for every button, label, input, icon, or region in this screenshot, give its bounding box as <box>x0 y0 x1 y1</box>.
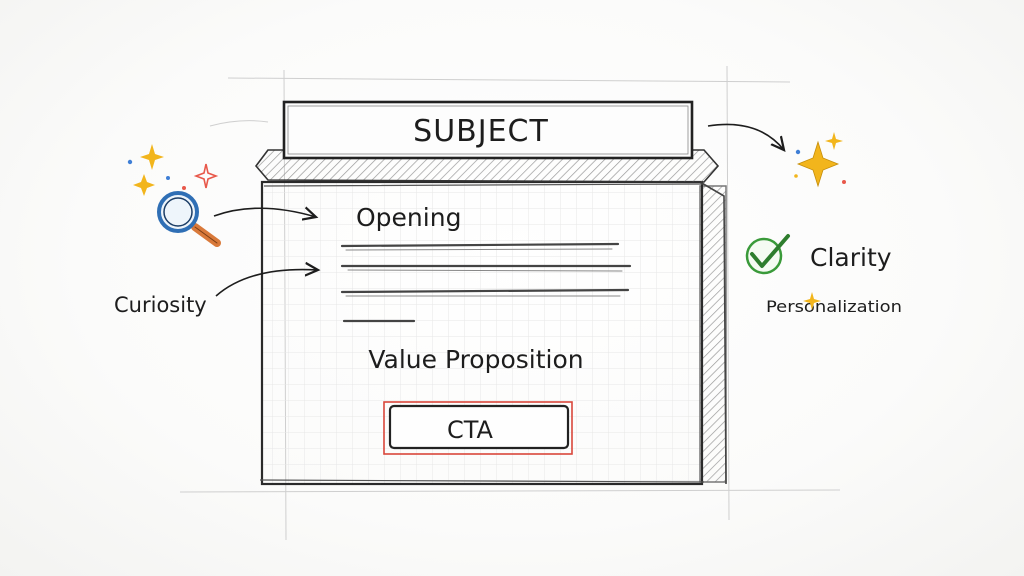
value-proposition-label: Value Proposition <box>368 345 583 374</box>
clarity-label: Clarity <box>810 243 892 272</box>
opening-label: Opening <box>356 203 461 232</box>
sparkle-icon <box>127 144 219 196</box>
personalization-label: Personalization <box>766 297 902 316</box>
cta-label: CTA <box>447 416 494 444</box>
arrow-icon <box>215 270 318 297</box>
body-text-lines <box>340 242 632 323</box>
curiosity-label: Curiosity <box>114 293 207 317</box>
sparkle-icon <box>803 292 821 310</box>
checkmark-icon <box>745 234 790 275</box>
sparkle-icon <box>794 132 846 188</box>
subject-label: SUBJECT <box>413 114 549 149</box>
subject-bar: SUBJECT <box>254 100 720 183</box>
arrow-icon <box>707 123 784 150</box>
cta-button[interactable]: CTA <box>383 401 573 455</box>
magnifier-icon <box>157 191 221 247</box>
arrow-icon <box>213 208 316 217</box>
